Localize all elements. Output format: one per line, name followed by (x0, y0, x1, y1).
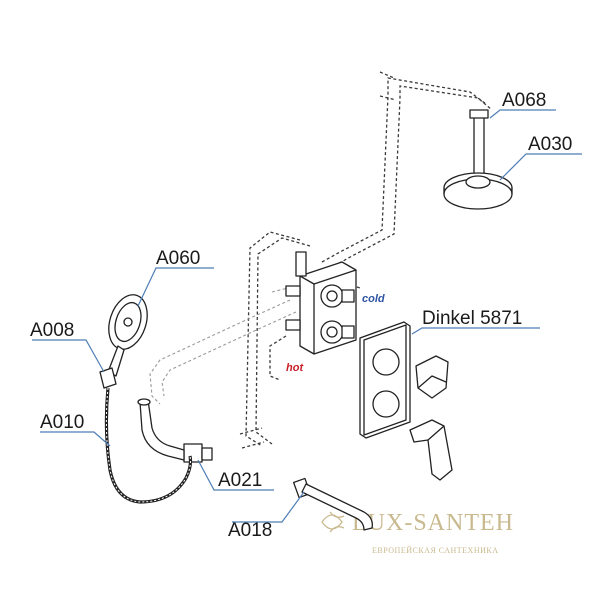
spout-supply-route (239, 231, 311, 449)
leader-a068 (489, 109, 556, 119)
hose-wall-outlet (137, 398, 213, 463)
concealed-valve-body (285, 251, 357, 355)
leader-model (411, 327, 540, 335)
leader-a010 (40, 431, 111, 447)
hot-feed-route (269, 335, 287, 381)
cold-tag: cold (362, 293, 385, 305)
label-a021: A021 (218, 470, 262, 491)
watermark-logo-icon (321, 511, 345, 533)
diverter-handle (415, 355, 449, 399)
watermark-sub-text: ЕВРОПЕЙСКАЯ САНТЕХНИКА (372, 546, 498, 555)
hot-tag: hot (286, 362, 304, 374)
handshower-holder (99, 367, 117, 389)
leader-a018 (232, 491, 305, 523)
label-a018: A018 (228, 520, 272, 541)
leader-a021 (197, 459, 274, 491)
cover-plate (359, 321, 411, 439)
shower-arm (469, 109, 489, 175)
label-a010: A010 (40, 412, 84, 433)
watermark: LUX-SANTEH ЕВРОПЕЙСКАЯ САНТЕХНИКА (321, 510, 514, 555)
hand-shower (107, 294, 148, 377)
leader-lines (32, 109, 582, 523)
handshower-supply-route (149, 285, 297, 405)
watermark-main-text: LUX-SANTEH (352, 510, 514, 536)
bath-spout (292, 477, 373, 531)
overhead-pipe-route (321, 71, 493, 267)
label-a030: A030 (528, 134, 572, 155)
label-a008: A008 (30, 320, 74, 341)
leader-a060 (137, 267, 214, 307)
leader-a008 (32, 339, 105, 373)
thermostat-handle (409, 419, 453, 481)
label-a060: A060 (156, 248, 200, 269)
label-model: Dinkel 5871 (422, 308, 522, 329)
label-a068: A068 (502, 90, 546, 111)
leader-a030 (499, 153, 582, 181)
shower-head (443, 172, 513, 210)
